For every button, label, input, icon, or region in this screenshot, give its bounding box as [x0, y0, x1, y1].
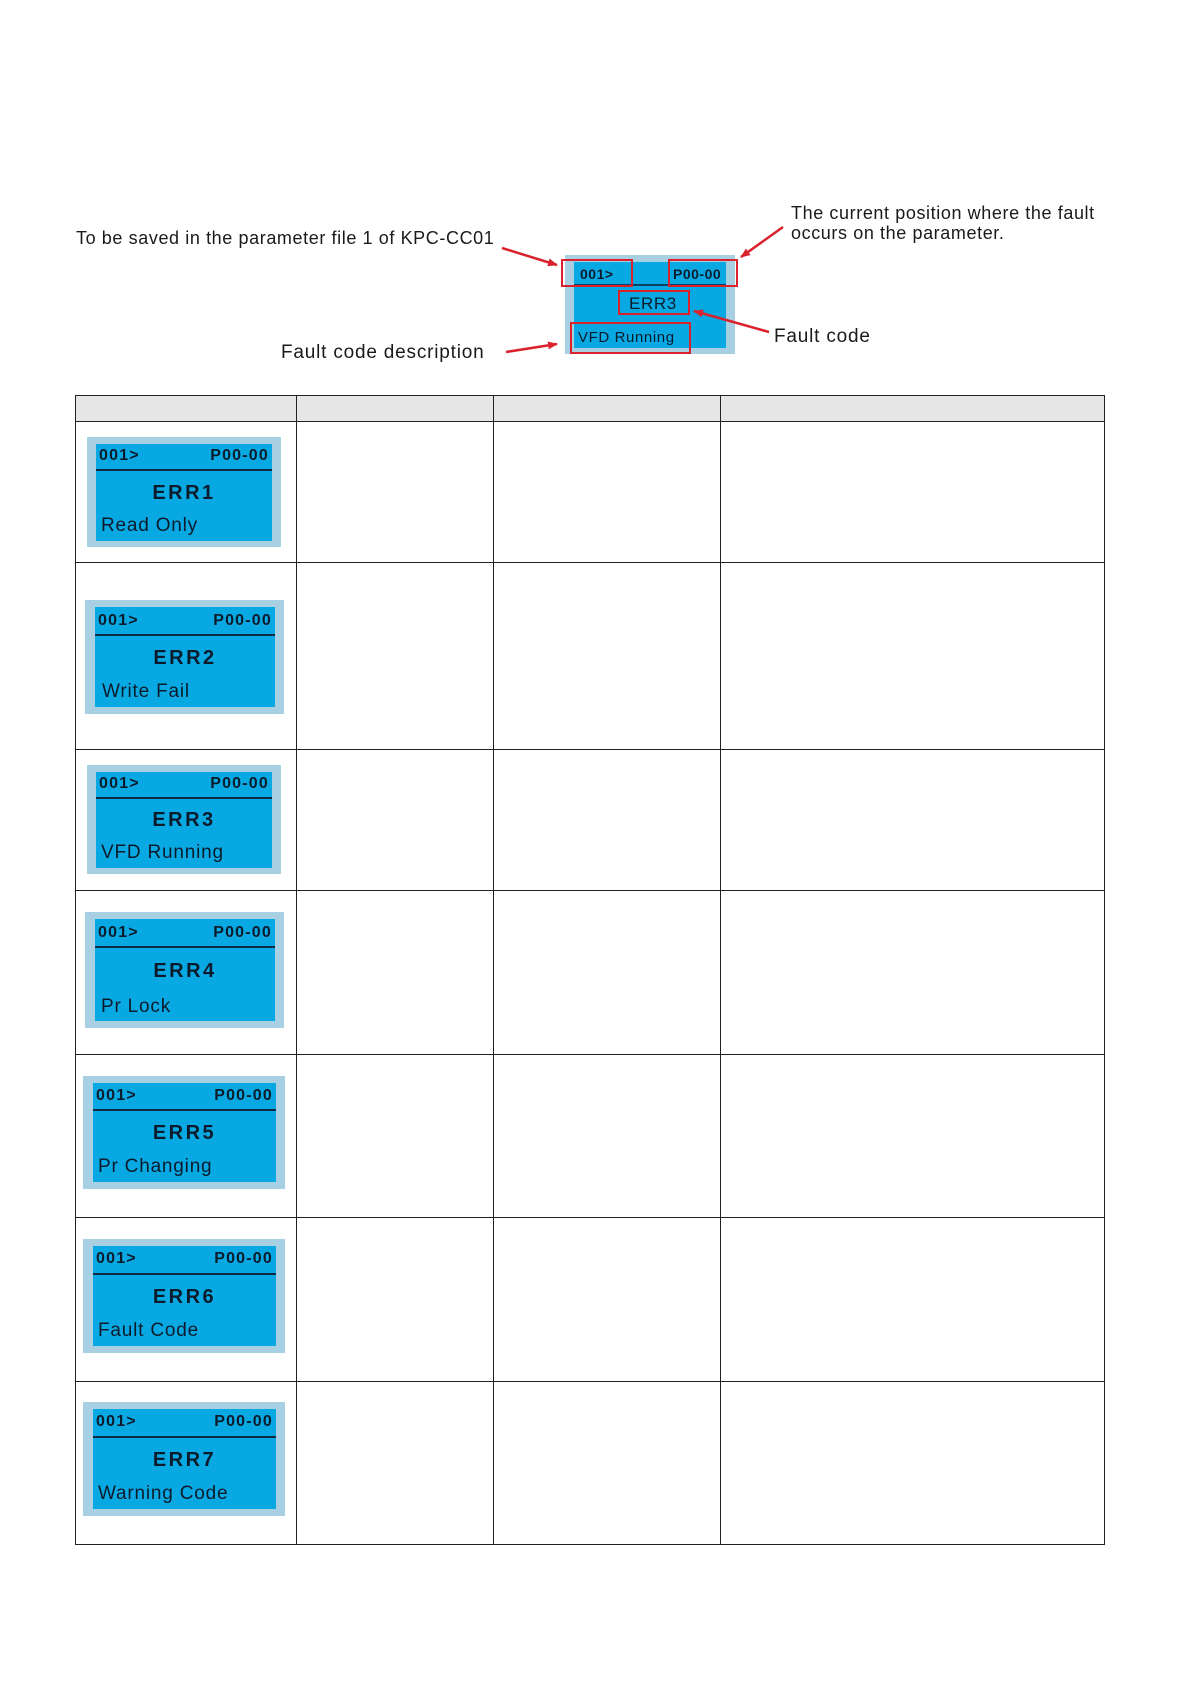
lcd-description: Warning Code	[98, 1483, 229, 1504]
lcd-divider	[96, 469, 272, 471]
lcd-display-err2: 001> P00-00 ERR2 Write Fail	[85, 600, 284, 714]
fault-description-arrow	[505, 341, 558, 354]
example-error: ERR3	[629, 294, 677, 313]
lcd-parameter: P00-00	[214, 1250, 273, 1267]
parameter-file-annotation: To be saved in the parameter file 1 of K…	[76, 228, 495, 248]
error-highlight	[618, 290, 690, 315]
lcd-parameter: P00-00	[214, 1413, 273, 1430]
lcd-file-index: 001>	[99, 447, 140, 464]
lcd-description: Pr Lock	[101, 996, 172, 1017]
lcd-parameter: P00-00	[210, 447, 269, 464]
lcd-divider	[95, 946, 275, 948]
lcd-error-code: ERR5	[152, 1122, 217, 1144]
lcd-display-err3: 001> P00-00 ERR3 VFD Running	[87, 765, 281, 874]
fault-code-description-annotation: Fault code description	[281, 342, 485, 363]
lcd-file-index: 001>	[96, 1413, 137, 1430]
fault-code-table: 001> P00-00 ERR1 Read Only 001> P00-00 E…	[75, 395, 1105, 1545]
lcd-file-index: 001>	[96, 1087, 137, 1104]
current-position-arrow	[740, 225, 784, 259]
fault-code-arrow	[693, 309, 770, 334]
table-border	[75, 890, 1105, 891]
table-border	[296, 395, 297, 1545]
table-border	[493, 395, 494, 1545]
lcd-description: Write Fail	[102, 681, 190, 702]
lcd-divider	[93, 1273, 276, 1275]
example-file-index: 001>	[580, 266, 614, 282]
lcd-display-err7: 001> P00-00 ERR7 Warning Code	[83, 1402, 285, 1516]
lcd-error-code: ERR7	[152, 1449, 217, 1471]
description-highlight	[570, 322, 691, 354]
lcd-file-index: 001>	[99, 775, 140, 792]
table-header-row	[75, 395, 1105, 421]
table-border	[75, 1381, 1105, 1382]
table-border	[75, 395, 1105, 396]
current-position-annotation-line2: occurs on the parameter.	[791, 223, 1005, 243]
lcd-description: Read Only	[101, 515, 198, 536]
lcd-file-index: 001>	[98, 924, 139, 941]
example-lcd-divider	[574, 284, 726, 286]
lcd-error-code: ERR6	[152, 1286, 217, 1308]
table-border	[75, 1217, 1105, 1218]
lcd-divider	[93, 1109, 276, 1111]
table-border	[75, 562, 1105, 563]
lcd-error-code: ERR1	[152, 482, 216, 504]
table-border	[720, 395, 721, 1545]
annotation-arrows	[501, 225, 784, 354]
lcd-display-err5: 001> P00-00 ERR5 Pr Changing	[83, 1076, 285, 1189]
lcd-description: Fault Code	[98, 1320, 199, 1341]
lcd-display-err4: 001> P00-00 ERR4 Pr Lock	[85, 912, 284, 1028]
lcd-divider	[96, 797, 272, 799]
table-border	[75, 1054, 1105, 1055]
lcd-display-err1: 001> P00-00 ERR1 Read Only	[87, 437, 281, 547]
parameter-highlight	[668, 259, 738, 287]
file-index-highlight	[561, 259, 633, 287]
lcd-divider	[93, 1436, 276, 1438]
example-parameter: P00-00	[673, 266, 722, 282]
lcd-error-code: ERR4	[153, 960, 217, 982]
lcd-parameter: P00-00	[214, 1087, 273, 1104]
lcd-description: VFD Running	[101, 842, 224, 863]
example-lcd-screen	[574, 262, 726, 348]
table-border	[75, 1544, 1105, 1545]
lcd-error-code: ERR3	[152, 809, 216, 831]
table-border	[1104, 395, 1105, 1545]
table-border	[75, 421, 1105, 422]
lcd-description: Pr Changing	[98, 1156, 213, 1177]
table-border	[75, 749, 1105, 750]
lcd-parameter: P00-00	[213, 612, 272, 629]
fault-code-annotation: Fault code	[774, 326, 871, 347]
lcd-error-code: ERR2	[153, 647, 217, 669]
lcd-display-err6: 001> P00-00 ERR6 Fault Code	[83, 1239, 285, 1353]
table-border	[75, 395, 76, 1545]
lcd-file-index: 001>	[96, 1250, 137, 1267]
current-position-annotation-line1: The current position where the fault	[791, 203, 1095, 223]
lcd-parameter: P00-00	[213, 924, 272, 941]
lcd-file-index: 001>	[98, 612, 139, 629]
lcd-parameter: P00-00	[210, 775, 269, 792]
parameter-file-arrow	[501, 246, 558, 267]
lcd-divider	[95, 634, 275, 636]
example-description: VFD Running	[578, 329, 675, 346]
